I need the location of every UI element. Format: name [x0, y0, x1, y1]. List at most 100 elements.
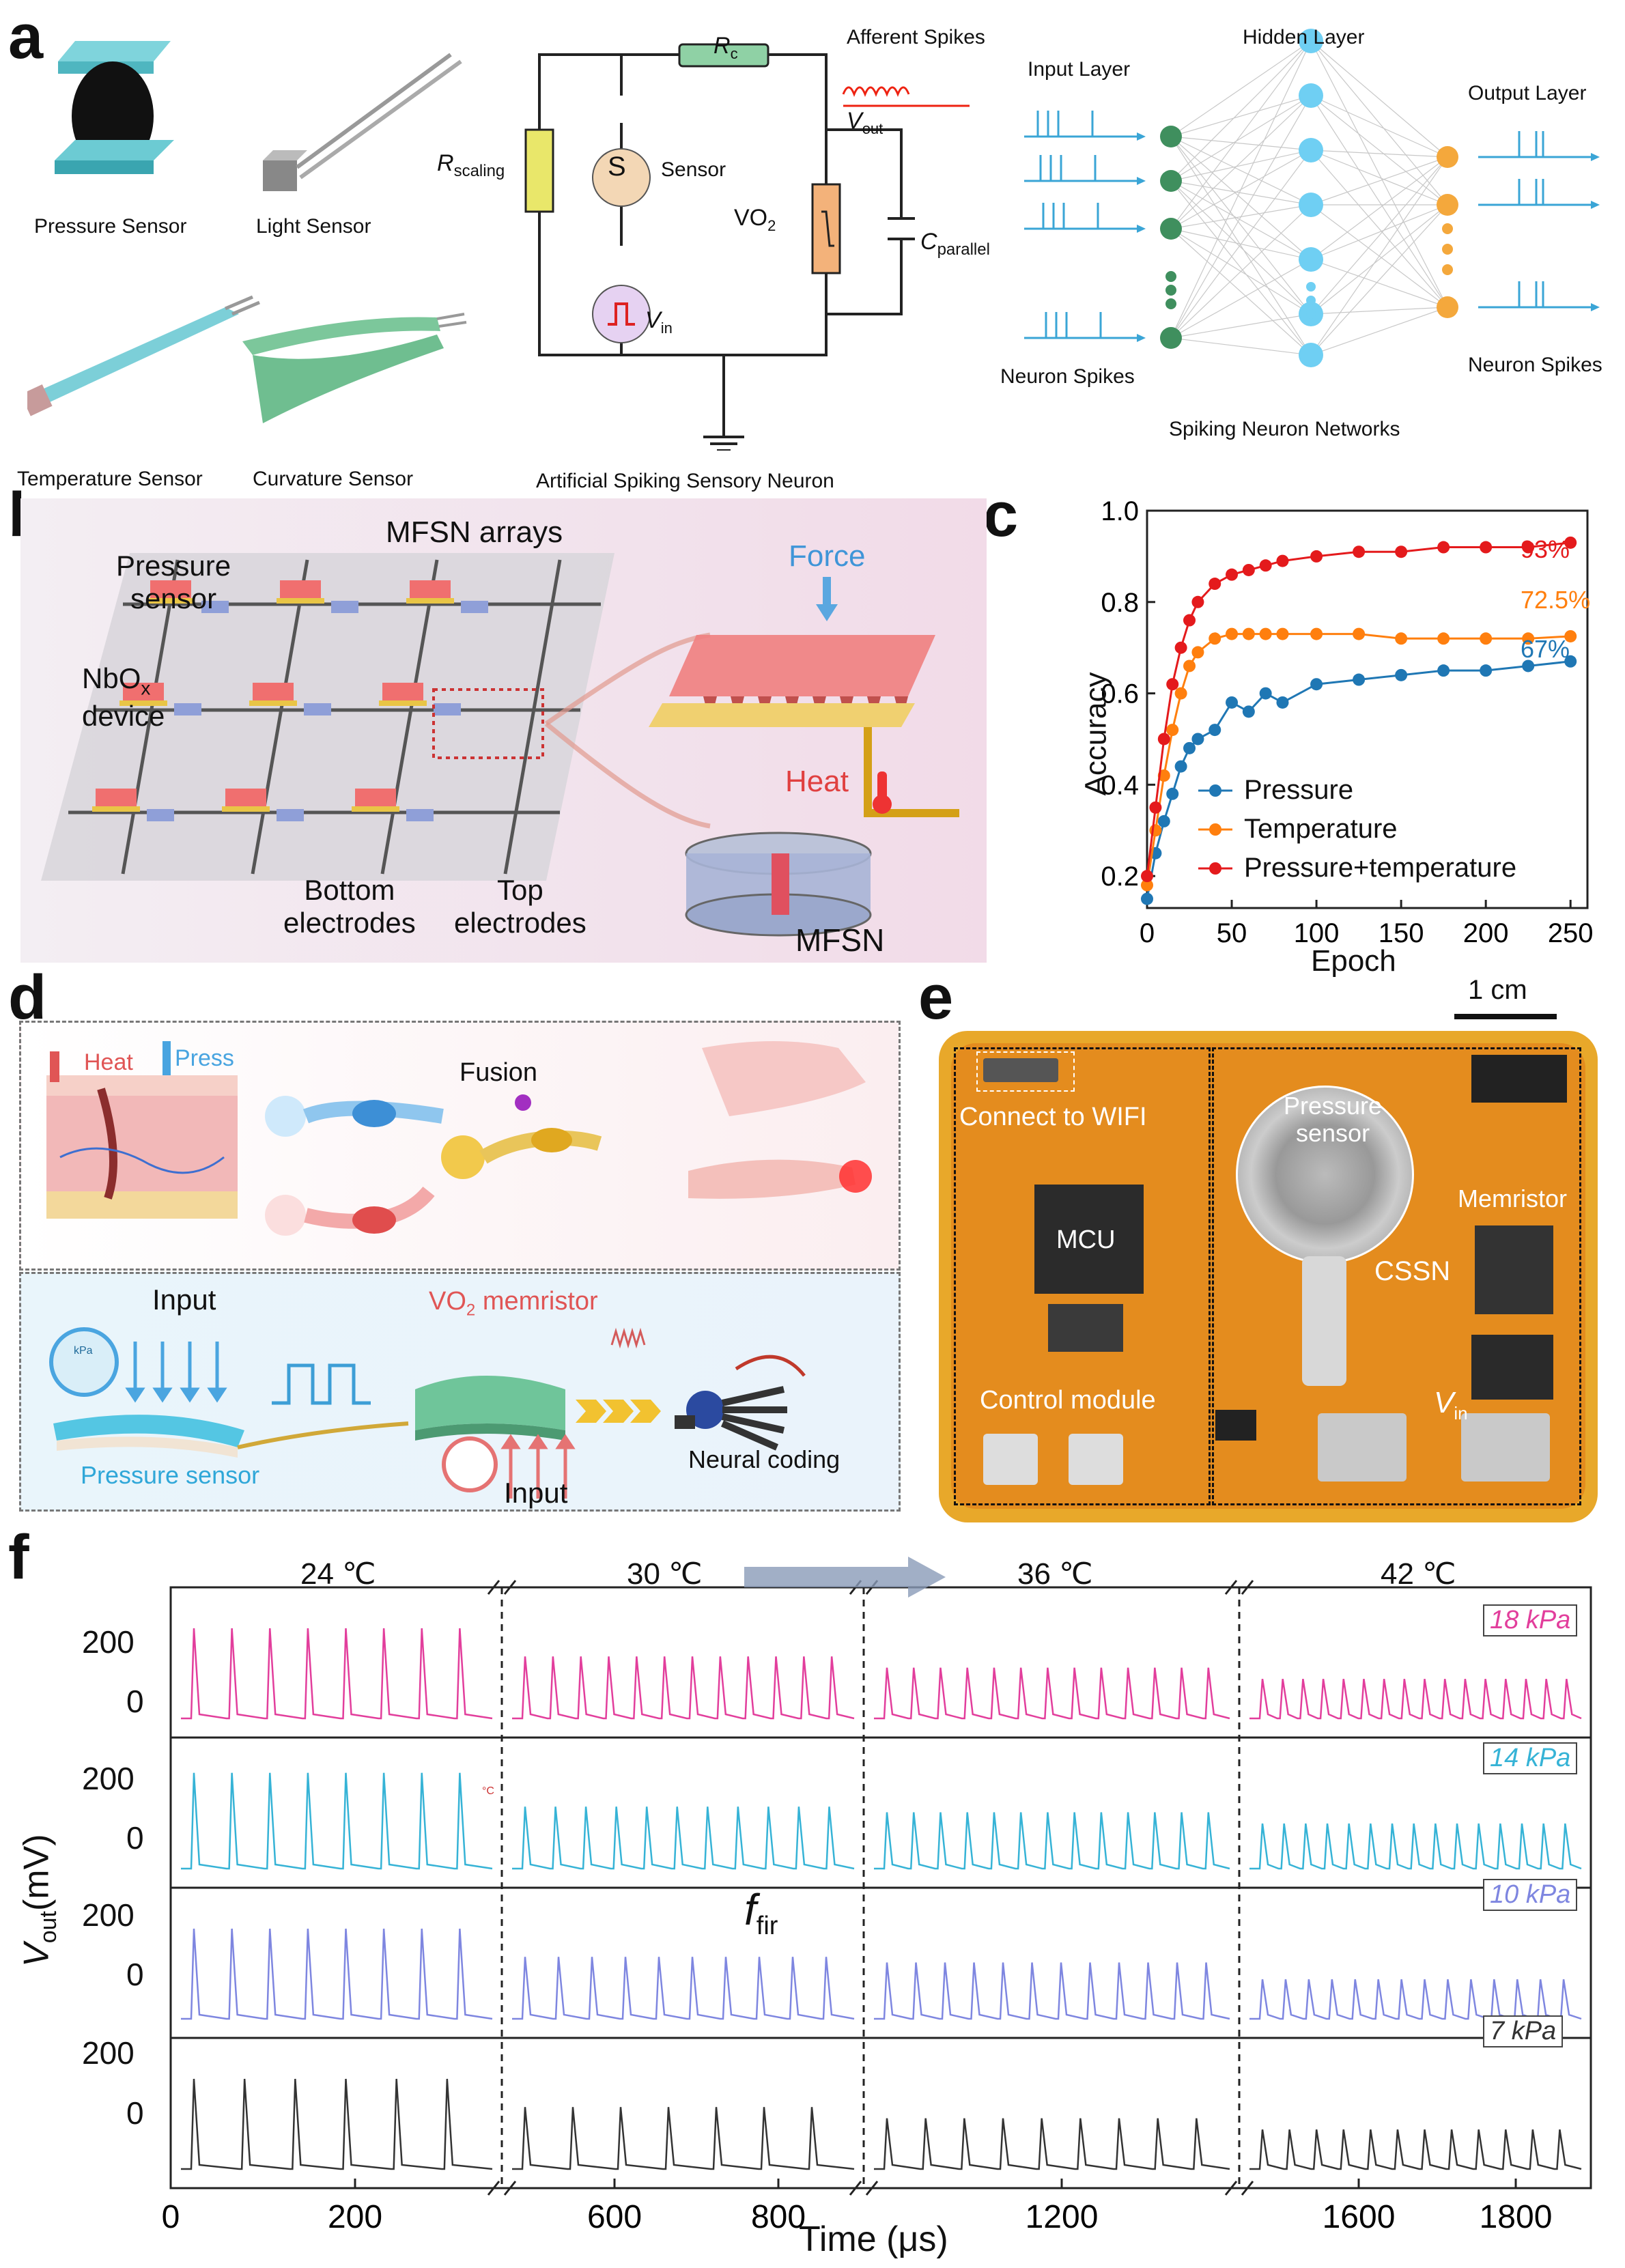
nbox-device [201, 601, 229, 613]
data-point [1226, 568, 1239, 581]
scale-bar [1454, 1014, 1557, 1019]
spike-trace [181, 2078, 493, 2170]
data-point [1522, 632, 1535, 645]
mfsn-array-illustration [41, 553, 959, 937]
data-point [1149, 801, 1162, 814]
light-sensor-illustration [263, 53, 462, 191]
sensor-tail [1302, 1256, 1346, 1386]
neuron-spikes-right-label: Neuron Spikes [1468, 354, 1602, 376]
nbox-device [331, 601, 358, 613]
spike-trace [874, 2118, 1230, 2170]
data-point [1276, 554, 1289, 567]
data-point [1174, 760, 1187, 773]
temperature-sensor-illustration [27, 295, 260, 416]
gauge-temp-label: °C [482, 1785, 494, 1797]
spike-trace [1249, 1979, 1582, 2020]
data-point [1276, 627, 1289, 640]
f-xtick: 1800 [1480, 2199, 1553, 2235]
snn-diagram [1024, 29, 1600, 367]
data-point [1310, 550, 1323, 563]
data-point [1480, 632, 1493, 645]
series-line [1146, 633, 1571, 885]
ytick-0-2: 0 [126, 1820, 144, 1856]
c-xtick: 150 [1379, 918, 1424, 948]
ytick-200-3: 200 [82, 1897, 135, 1933]
input-neuron [1160, 218, 1182, 240]
data-point [1480, 664, 1493, 677]
data-point [1259, 687, 1272, 700]
c-ytick: 0.8 [1101, 588, 1139, 618]
ytick-0-1: 0 [126, 1684, 144, 1719]
data-point [1310, 678, 1323, 691]
ellipsis-dot [1165, 271, 1176, 282]
input-layer-label: Input Layer [1028, 58, 1131, 81]
data-point [1157, 733, 1170, 746]
data-point [1157, 769, 1170, 782]
c-xtick: 250 [1548, 918, 1594, 948]
pressure-label-7: 7 kPa [1483, 2015, 1564, 2047]
chart-frame [1146, 509, 1589, 909]
pressure-cell [410, 580, 451, 599]
nbox-device [461, 601, 488, 613]
sensor-illustrations [27, 41, 467, 423]
data-point [1226, 627, 1239, 640]
neural-coding-label: Neural coding [688, 1445, 840, 1473]
pressure-sensor-callout: Pressure sensor [116, 550, 231, 615]
data-point [1564, 655, 1577, 668]
pressure-label-10: 10 kPa [1483, 1879, 1578, 1911]
hidden-layer-label: Hidden Layer [1243, 26, 1365, 48]
f-xtick: 200 [328, 2199, 382, 2235]
sensor-s-symbol: S [608, 152, 626, 182]
wifi-box [976, 1051, 1075, 1092]
mfsn-arrays-title: MFSN arrays [386, 515, 563, 549]
button-1 [983, 1434, 1038, 1485]
panel-label-a: a [8, 2, 44, 72]
data-point [1226, 696, 1239, 709]
nbox-device [147, 809, 174, 821]
pressure-cell [96, 789, 137, 808]
pressure-cell [280, 580, 321, 599]
scale-bar-label: 1 cm [1468, 975, 1527, 1005]
c-xlabel: Epoch [1311, 944, 1396, 978]
pressure-sensor-label-d: Pressure sensor [81, 1461, 260, 1489]
spike-trace [512, 2107, 855, 2170]
c-xtick: 0 [1140, 918, 1155, 948]
data-point [1191, 646, 1204, 659]
panel-label-e: e [918, 963, 954, 1032]
wifi-connector [983, 1058, 1058, 1082]
ffir-label: ffir [744, 1885, 778, 1940]
afferent-spikes-label: Afferent Spikes [847, 26, 985, 48]
force-label: Force [789, 539, 866, 573]
pressure-cell [355, 789, 396, 808]
data-point [1191, 733, 1204, 746]
light-sensor-label: Light Sensor [256, 215, 371, 238]
data-point [1522, 660, 1535, 672]
chart-legend [1198, 784, 1232, 875]
c-ylabel: Accuracy [1079, 672, 1113, 796]
data-point [1183, 741, 1196, 754]
spike-trace [181, 1772, 493, 1870]
panel-label-f: f [8, 1522, 29, 1592]
legend-pressure: Pressure [1244, 775, 1354, 805]
output-neuron [1437, 146, 1458, 168]
hidden-neuron [1299, 343, 1323, 367]
data-point [1395, 632, 1408, 645]
curvature-sensor-illustration [242, 313, 467, 423]
f-ylabel: Vout(mV) [16, 1834, 61, 1967]
pressure-cell [382, 683, 423, 702]
ytick-0-3: 0 [126, 1957, 144, 1992]
usb-port-1 [1318, 1413, 1407, 1482]
memristor-label: Memristor [1458, 1185, 1567, 1213]
spike-trace [181, 1928, 493, 2020]
annotation-93: 93% [1521, 535, 1570, 563]
c-ytick: 0.2 [1101, 862, 1139, 892]
annotation-67: 67% [1521, 635, 1570, 663]
button-2 [1069, 1434, 1123, 1485]
data-point [1259, 559, 1272, 572]
data-point [1242, 705, 1255, 718]
ytick-200-2: 200 [82, 1761, 135, 1796]
hidden-neuron [1299, 193, 1323, 217]
f-xtick: 600 [587, 2199, 642, 2235]
spike-trace [1249, 2129, 1582, 2170]
